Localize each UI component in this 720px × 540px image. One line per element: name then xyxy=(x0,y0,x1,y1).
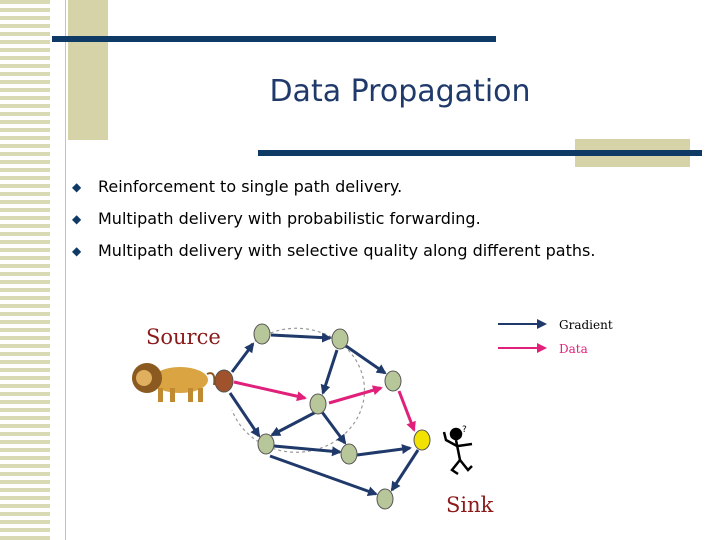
sink-label: Sink xyxy=(446,493,494,517)
bullet-item: ◆ Multipath delivery with probabilistic f… xyxy=(70,208,710,240)
gradient-arrow xyxy=(356,444,412,457)
bullet-text: Reinforcement to single path delivery. xyxy=(98,177,403,196)
bullet-item: ◆ Reinforcement to single path delivery. xyxy=(70,176,710,208)
sensor-node xyxy=(309,393,327,415)
data-arrow xyxy=(233,380,307,402)
sensor-node xyxy=(257,433,275,455)
striped-side-decoration xyxy=(0,0,50,540)
gradient-arrow xyxy=(230,342,255,373)
gradient-arrows xyxy=(228,332,420,497)
data-arrows xyxy=(233,380,416,432)
title-bottom-bar xyxy=(258,150,702,156)
sink-node xyxy=(413,429,431,451)
gradient-arrow xyxy=(270,332,332,343)
person-icon: ? xyxy=(442,425,473,476)
diamond-bullet-icon: ◆ xyxy=(72,180,82,194)
gradient-arrow xyxy=(345,344,387,375)
tan-accent-block xyxy=(68,0,108,140)
gradient-arrow xyxy=(390,449,420,492)
side-divider-line xyxy=(65,0,66,540)
gradient-arrow xyxy=(273,444,342,457)
sensor-node xyxy=(384,370,402,392)
bullet-text: Multipath delivery with selective qualit… xyxy=(98,241,596,260)
gradient-arrow xyxy=(270,410,317,437)
sensor-node xyxy=(253,323,271,345)
title-top-bar xyxy=(52,36,496,42)
sensor-node xyxy=(331,328,349,350)
gradient-arrow xyxy=(269,454,378,497)
data-arrow xyxy=(397,390,416,432)
gradient-arrow xyxy=(320,411,347,445)
sensor-node xyxy=(340,443,358,465)
data-arrow xyxy=(328,385,383,405)
source-label: Source xyxy=(146,325,221,349)
diamond-bullet-icon: ◆ xyxy=(72,212,82,226)
diamond-bullet-icon: ◆ xyxy=(72,244,82,258)
bullet-list: ◆Reinforcement to single path delivery. … xyxy=(70,176,710,272)
source-node xyxy=(214,369,234,393)
gradient-arrow xyxy=(228,392,261,438)
bullet-text: Multipath delivery with probabilistic fo… xyxy=(98,209,481,228)
legend-data-label: Data xyxy=(559,342,588,356)
gradient-arrow xyxy=(320,349,339,395)
svg-text:?: ? xyxy=(462,425,467,435)
lion-icon xyxy=(132,363,216,402)
legend-gradient-label: Gradient xyxy=(559,318,613,332)
bullet-item: ◆ Multipath delivery with selective quali… xyxy=(70,240,710,272)
slide-title: Data Propagation xyxy=(269,74,531,109)
nodes xyxy=(214,323,431,510)
sensor-node xyxy=(376,488,394,510)
